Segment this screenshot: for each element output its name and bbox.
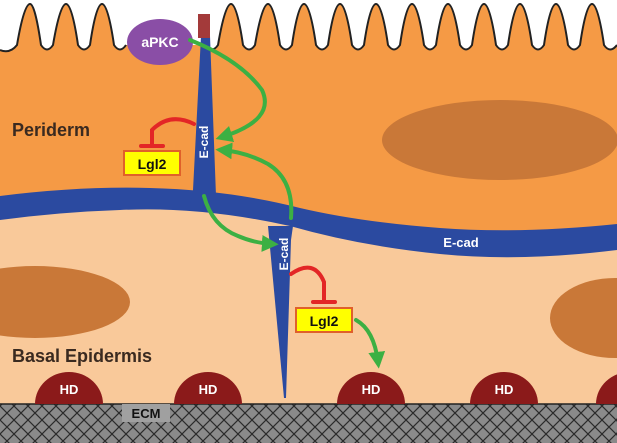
ecm-label: ECM [132,406,161,421]
ecad-basal-junction [268,226,293,398]
lgl2-lower-box [295,307,353,333]
hd-label: HD [495,382,514,397]
ecad-inhibits-lgl2-upper [150,117,196,148]
basal-epidermis-label: Basal Epidermis [12,346,152,366]
basal-nucleus-left [0,266,130,338]
hemidesmosome-2: HD [174,372,242,404]
hd-label: HD [199,382,218,397]
ecm-label-bg [122,404,170,422]
periderm-label: Periderm [12,120,90,140]
ecad-lower-label: E-cad [277,238,291,271]
ecad-boundary-membrane [0,187,617,258]
lgl2-lower-label: Lgl2 [310,313,339,329]
lgl2-upper-label: Lgl2 [138,156,167,172]
basal-nucleus-right [550,278,617,358]
ecad-inhibits-lgl2-lower [289,265,326,304]
lgl2-to-hd-arrow [354,318,386,369]
hemidesmosome-1: HD [35,372,103,404]
ecad-to-basal-ecad-arrow [202,194,279,252]
apical-surface-outline [0,2,617,53]
apkc-to-ecad-arrow [188,38,267,142]
hd-label: HD [60,382,79,397]
periderm-nucleus [382,100,617,180]
ecad-boundary-label: E-cad [443,235,478,250]
hd-label: HD [362,382,381,397]
ecad-feedback-arrow [215,142,294,220]
tight-junction [198,14,210,38]
lgl2-upper-box [123,150,181,176]
hemidesmosome-4: HD [470,372,538,404]
hemidesmosome-5-partial [596,374,617,404]
ecad-upper-label: E-cad [197,126,211,159]
ecad-periderm-junction [190,36,222,206]
ecm-layer [0,404,617,443]
apkc-label: aPKC [141,34,178,50]
apkc-protein [127,19,193,65]
hemidesmosome-3: HD [337,372,405,404]
